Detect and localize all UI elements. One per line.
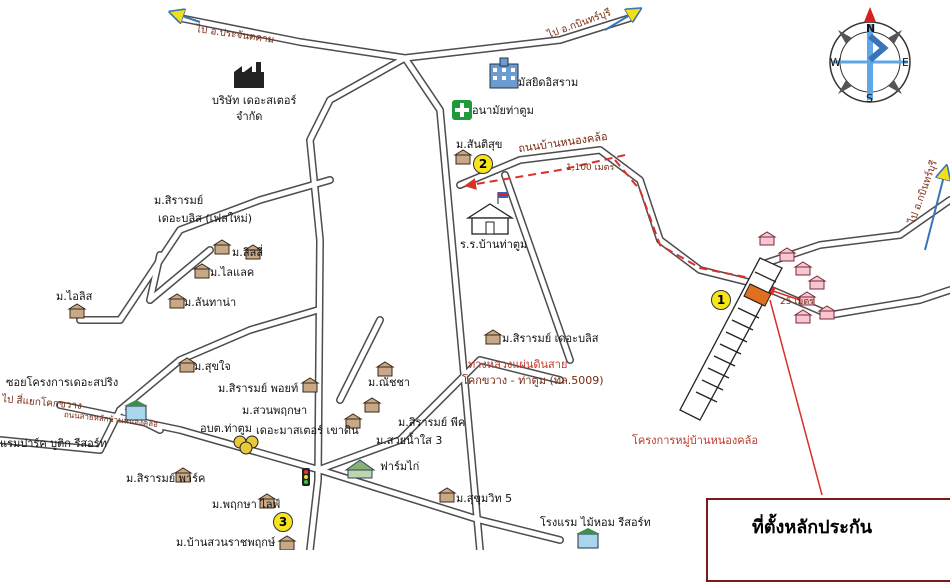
label-resort-left: แรมปาร์ค บูติก รีสอร์ท: [0, 437, 107, 450]
label-santisuk: ม.สันติสุข: [456, 138, 503, 151]
label-silac: ม.ไลแลค: [210, 266, 255, 279]
tambon-office-icon: [233, 435, 259, 455]
route-dashed: [614, 159, 761, 281]
map-canvas: [0, 0, 950, 550]
label-factory: บริษัท เดอะสเตอร์: [212, 94, 297, 107]
mosque-icon: [489, 57, 519, 89]
resort-icon-left: [124, 400, 148, 421]
compass-w: W: [830, 56, 841, 69]
highway-name: ทางหลวงแผ่นดินสาย: [468, 358, 568, 371]
collateral-callout: ที่ตั้งหลักประกัน: [706, 498, 950, 582]
marker-1[interactable]: 1: [711, 290, 731, 310]
factory-icon: [234, 62, 264, 88]
road-network: [0, 14, 950, 550]
label-sirarom-point: ม.สิรารมย์ พอยท์: [218, 382, 299, 395]
label-sirarom-peak: ม.สิรารมย์ พีค: [398, 416, 466, 429]
parcel-strip: [679, 257, 783, 421]
label-sirarom-bliss: ม.สิรารมย์ เดอะบลิส: [502, 332, 599, 345]
label-master-garden: เดอะมาสเตอร์ เขาดิน: [256, 424, 359, 437]
distance-1100: 1,100 เมตร: [566, 163, 615, 173]
compass-s: S: [866, 92, 873, 105]
callout-leader: [769, 299, 823, 496]
route-dashed-2: [464, 154, 626, 190]
label-prueksa-life: ม.พฤกษา ไลฟ์: [212, 498, 281, 511]
highway-route: โคกขวาง - ท่าตูม (ทล.5009): [462, 374, 604, 387]
label-suanprueksa: ม.สวนพฤกษา: [242, 404, 308, 417]
label-wanitcha: ม.ณัชชา: [368, 376, 411, 389]
marker-2[interactable]: 2: [473, 154, 493, 174]
edge-arrows: [176, 12, 945, 251]
label-ban-suan: ม.บ้านสวนราชพฤกษ์: [176, 536, 276, 549]
compass-e: E: [902, 56, 909, 69]
label-soi-project: ซอยโครงการเดอะสปริง: [6, 376, 119, 389]
distance-25-arrow: [765, 287, 801, 301]
label-sukjai: ม.สุขใจ: [194, 360, 231, 373]
distance-25: 25 เมตร: [780, 297, 815, 307]
compass-rose: [829, 7, 911, 103]
callout-title: ที่ตั้งหลักประกัน: [752, 517, 873, 538]
marker-3[interactable]: 3: [273, 512, 293, 532]
label-mosque: มัสยิดอิสราม: [518, 76, 579, 89]
school-icon: [465, 192, 515, 235]
label-sirarom-bliss-new-2: เดอะบลิส (เฟสใหม่): [158, 212, 253, 225]
label-lily: ม.ลิลลี่: [232, 246, 263, 259]
label-ailis: ม.ไอลิส: [56, 290, 93, 303]
label-sirarom-park: ม.สิรารมย์ พาร์ค: [126, 472, 206, 485]
label-sukhumvit5: ม.สุขุมวิท 5: [456, 492, 513, 505]
label-factory-2: จำกัด: [236, 110, 263, 123]
label-chicken-farm: ฟาร์มไก่: [380, 460, 420, 473]
health-center-icon: [452, 100, 472, 120]
resort-icon-bottom: [576, 528, 600, 549]
label-nong-klong-project: โครงการหมู่บ้านหนองคล้อ: [632, 434, 758, 447]
label-resort-bottom: โรงแรม ไม้หอม รีสอร์ท: [540, 516, 651, 529]
parcel-highlight: [743, 283, 772, 307]
compass-n: N: [866, 22, 876, 35]
farm-icon: [344, 459, 376, 479]
pink-houses: [757, 231, 837, 324]
traffic-light-icon: [302, 468, 310, 486]
label-suaynamsai: ม.สวยน้ำใส 3: [376, 434, 443, 447]
label-health-center: อนามัยท่าตูม: [472, 104, 534, 117]
label-school: ร.ร.บ้านท่าตูม: [460, 238, 528, 251]
label-tambon-office: อบต.ท่าตูม: [200, 422, 253, 435]
village-houses: [67, 149, 503, 550]
label-lanthana: ม.ลันทาน่า: [184, 296, 237, 309]
label-sirarom-bliss-new: ม.สิรารมย์: [154, 194, 204, 207]
